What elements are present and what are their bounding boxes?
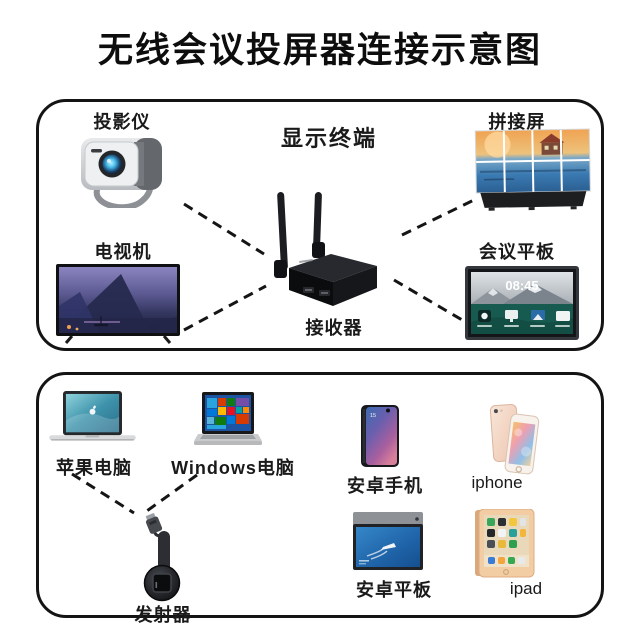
projector-label: 投影仪 [93, 112, 151, 132]
transmitter-dongle-image [134, 513, 190, 603]
android-phone-label: 安卓手机 [347, 476, 423, 496]
android-phone-image: 15 [361, 405, 399, 467]
display-terminals-panel: 投影仪 显示终端 拼接屏 电视机 会议平板 接收器 [36, 99, 604, 351]
android-tablet-image [353, 512, 423, 574]
ipad-image [472, 509, 536, 579]
conference-panel-label: 会议平板 [479, 242, 555, 262]
video-wall-image [470, 128, 597, 216]
android-tablet-label: 安卓平板 [356, 580, 432, 600]
conference-panel-clock: 08:45 [505, 278, 538, 293]
svg-text:15: 15 [370, 413, 376, 419]
transmitter-label: 发射器 [134, 605, 192, 625]
tv-image [56, 264, 180, 344]
macbook-image [49, 391, 136, 450]
tv-label: 电视机 [94, 242, 152, 262]
video-wall-label: 拼接屏 [488, 112, 546, 132]
mac-label: 苹果电脑 [56, 458, 132, 478]
ipad-label: ipad [509, 579, 543, 598]
windows-pc-label: Windows电脑 [171, 458, 295, 478]
conference-panel-image: 08:45 [465, 266, 579, 344]
receiver-label: 接收器 [305, 318, 363, 338]
iphone-image [486, 403, 540, 477]
windows-laptop-image [194, 392, 262, 452]
page-title: 无线会议投屏器连接示意图 [97, 31, 542, 70]
projector-image [79, 132, 166, 208]
source-devices-panel: 苹果电脑 Windows电脑 安卓手机 iphone 安卓平板 ipad 发射器 [36, 372, 604, 625]
display-terminals-heading: 显示终端 [280, 126, 378, 151]
receiver-device-image [269, 190, 381, 312]
iphone-label: iphone [471, 473, 523, 492]
